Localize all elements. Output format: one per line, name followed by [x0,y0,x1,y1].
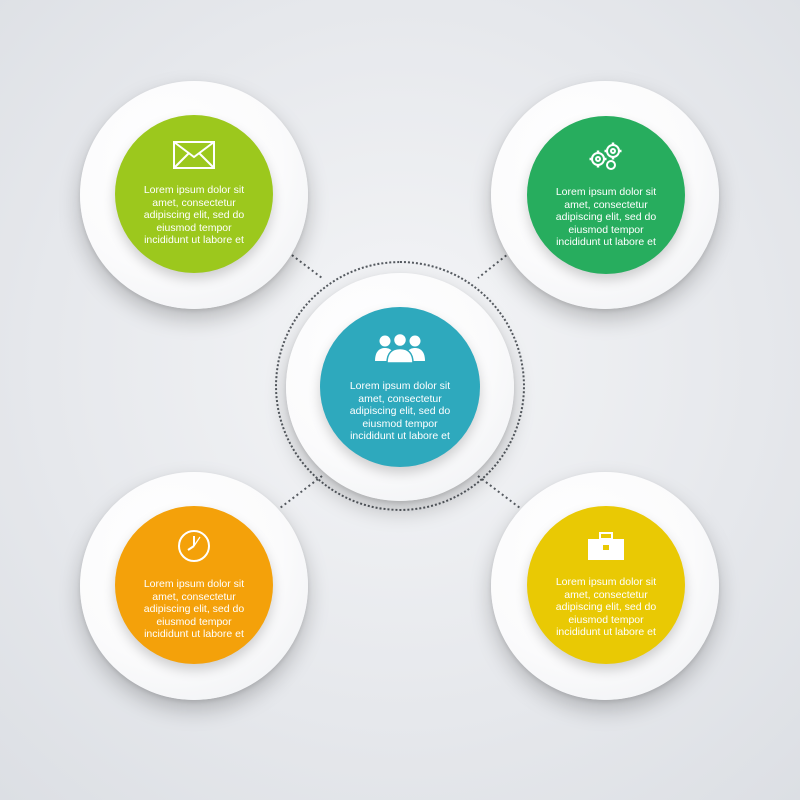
connector-top-left [279,245,323,279]
connector-bottom-left [279,475,323,509]
top-right-node: Lorem ipsum dolor sit amet, consectetur … [491,81,719,309]
bottom-left-circle: Lorem ipsum dolor sit amet, consectetur … [115,506,273,664]
top-right-circle: Lorem ipsum dolor sit amet, consectetur … [527,116,685,274]
people-group-icon [374,331,426,370]
center-node: Lorem ipsum dolor sit amet, consectetur … [286,273,514,501]
connector-bottom-right [477,475,521,509]
top-right-text: Lorem ipsum dolor sit amet, consectetur … [555,186,657,249]
top-left-circle: Lorem ipsum dolor sit amet, consectetur … [115,115,273,273]
top-left-node: Lorem ipsum dolor sit amet, consectetur … [80,81,308,309]
briefcase-icon [587,531,625,566]
top-left-text: Lorem ipsum dolor sit amet, consectetur … [143,184,245,247]
center-dotted-ring [275,261,525,511]
center-text: Lorem ipsum dolor sit amet, consectetur … [349,380,451,443]
bottom-right-node: Lorem ipsum dolor sit amet, consectetur … [491,472,719,700]
gears-icon [589,141,623,176]
bottom-left-node: Lorem ipsum dolor sit amet, consectetur … [80,472,308,700]
center-circle: Lorem ipsum dolor sit amet, consectetur … [320,307,480,467]
clock-icon [177,529,211,568]
bottom-left-text: Lorem ipsum dolor sit amet, consectetur … [143,578,245,641]
bottom-right-text: Lorem ipsum dolor sit amet, consectetur … [555,576,657,639]
envelope-icon [173,141,215,174]
connector-top-right [477,245,519,279]
bottom-right-circle: Lorem ipsum dolor sit amet, consectetur … [527,506,685,664]
